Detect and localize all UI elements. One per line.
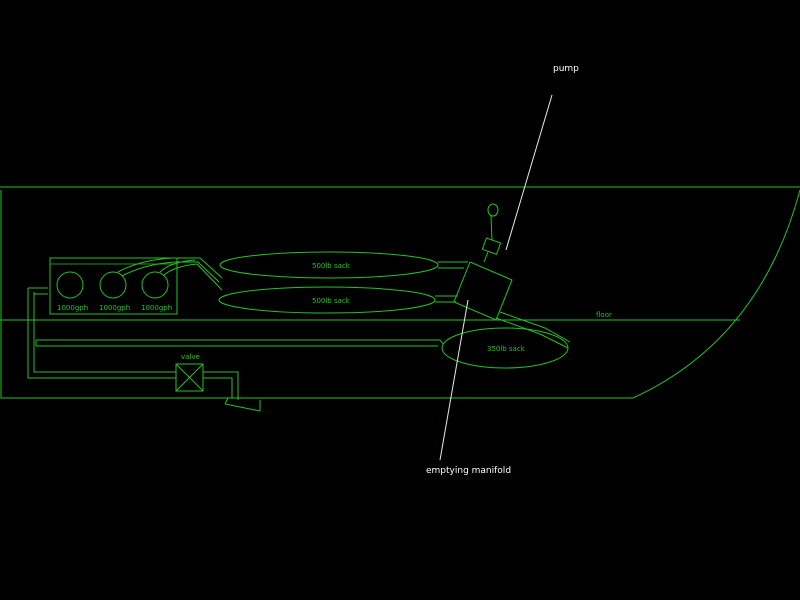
sack-below-floor bbox=[441, 327, 569, 369]
emptying-manifold-pipes bbox=[495, 311, 571, 349]
sack-to-pump-pipes bbox=[435, 261, 468, 303]
pump-leader-line bbox=[505, 94, 553, 251]
valve-label: valve bbox=[181, 353, 200, 361]
return-pipes bbox=[27, 287, 444, 379]
tank-1-label: 1000gph bbox=[57, 304, 88, 312]
sack-upper bbox=[219, 251, 439, 279]
manifold-leader-line bbox=[439, 299, 469, 461]
pump-callout: pump bbox=[553, 64, 579, 74]
hull bbox=[0, 186, 800, 399]
floor-label: floor bbox=[596, 311, 612, 319]
sack-lower-label: 500lb sack bbox=[312, 297, 351, 305]
tank-2-label: 1000gph bbox=[99, 304, 130, 312]
tank-3-label: 1000gph bbox=[141, 304, 172, 312]
tank-pipes bbox=[117, 257, 223, 291]
sack-below-floor-label: 350lb sack bbox=[487, 345, 526, 353]
valve-outlet bbox=[203, 371, 261, 412]
emptying-manifold-callout: emptying manifold bbox=[426, 466, 511, 476]
tank-1 bbox=[56, 271, 84, 299]
tank-2 bbox=[99, 271, 127, 299]
sack-upper-label: 500lb sack bbox=[312, 262, 351, 270]
pump bbox=[453, 203, 513, 321]
tank-3 bbox=[141, 271, 169, 299]
valve bbox=[175, 363, 204, 392]
sack-lower bbox=[218, 286, 436, 314]
